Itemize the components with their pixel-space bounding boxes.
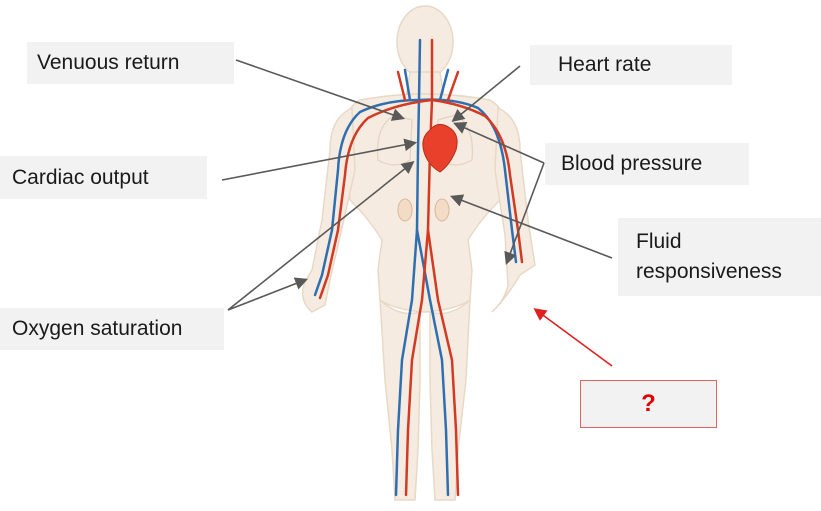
label-oxygen-saturation: Oxygen saturation: [0, 308, 224, 350]
oxygen-saturation-arrow-2: [228, 280, 305, 310]
label-cardiac-output: Cardiac output: [0, 156, 207, 199]
label-blood-pressure: Blood pressure: [545, 143, 749, 185]
question-mark: ?: [641, 390, 656, 418]
label-venous-return: Venuous return: [27, 42, 234, 84]
label-oxygen-saturation-text: Oxygen saturation: [12, 316, 182, 342]
label-heart-rate-text: Heart rate: [558, 52, 651, 78]
label-fluid-line1: Fluid: [636, 227, 682, 257]
label-fluid-responsiveness: Fluid responsiveness: [618, 218, 821, 296]
label-cardiac-output-text: Cardiac output: [12, 165, 149, 191]
question-arrow: [536, 310, 612, 366]
label-venous-return-text: Venuous return: [37, 50, 179, 76]
question-box: ?: [580, 380, 717, 428]
label-heart-rate: Heart rate: [530, 45, 732, 85]
label-fluid-line2: responsiveness: [636, 257, 782, 287]
label-blood-pressure-text: Blood pressure: [561, 151, 702, 177]
venous-return-arrow: [236, 60, 402, 118]
